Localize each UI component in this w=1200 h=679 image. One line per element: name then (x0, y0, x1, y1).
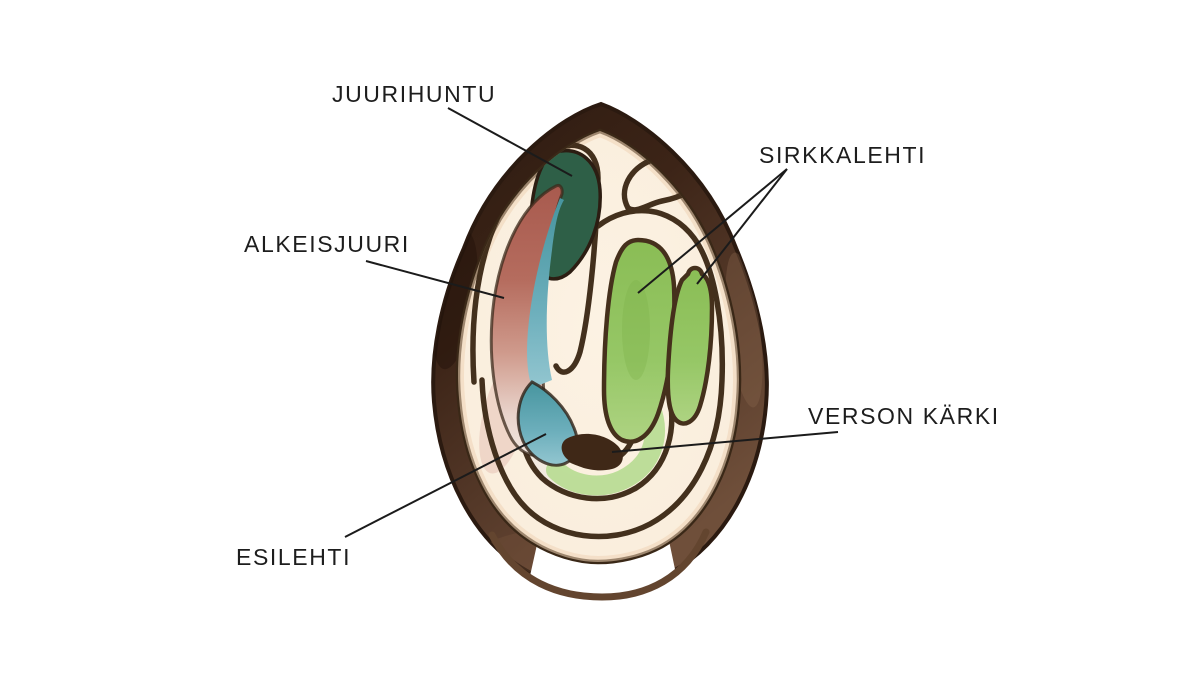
radicle-loop-line (470, 142, 601, 385)
leader-line-verson-karki (611, 431, 839, 453)
cotyledon-curl-band (546, 396, 665, 496)
flesh-edge-shading (457, 131, 739, 562)
leader-line-esilehti (344, 433, 547, 538)
cotyledon-large (601, 237, 677, 444)
label-alkeisjuuri: ALKEISJUURI (244, 231, 410, 257)
label-sirkkalehti: SIRKKALEHTI (759, 142, 927, 168)
label-juurihuntu: JUURIHUNTU (332, 81, 497, 107)
cotyledon-small (665, 265, 715, 426)
inner-coil-line-mid (521, 387, 675, 502)
shoot-tip-shape (561, 433, 623, 471)
seed-bottom-rim (488, 528, 710, 601)
leader-line-sirkkalehti-1 (637, 168, 788, 294)
leader-line-juurihuntu (447, 107, 573, 177)
cotyledon-texture (622, 280, 650, 380)
label-esilehti: ESILEHTI (236, 544, 352, 570)
label-verson-karki: VERSON KÄRKI (808, 403, 1000, 429)
seed-bottom-gap (530, 536, 676, 596)
coleoptile-strip (527, 198, 564, 388)
leader-line-sirkkalehti-2 (696, 168, 788, 285)
inner-coil-line-outer (479, 207, 726, 540)
leader-lines (344, 107, 839, 538)
leader-line-alkeisjuuri (365, 260, 505, 299)
